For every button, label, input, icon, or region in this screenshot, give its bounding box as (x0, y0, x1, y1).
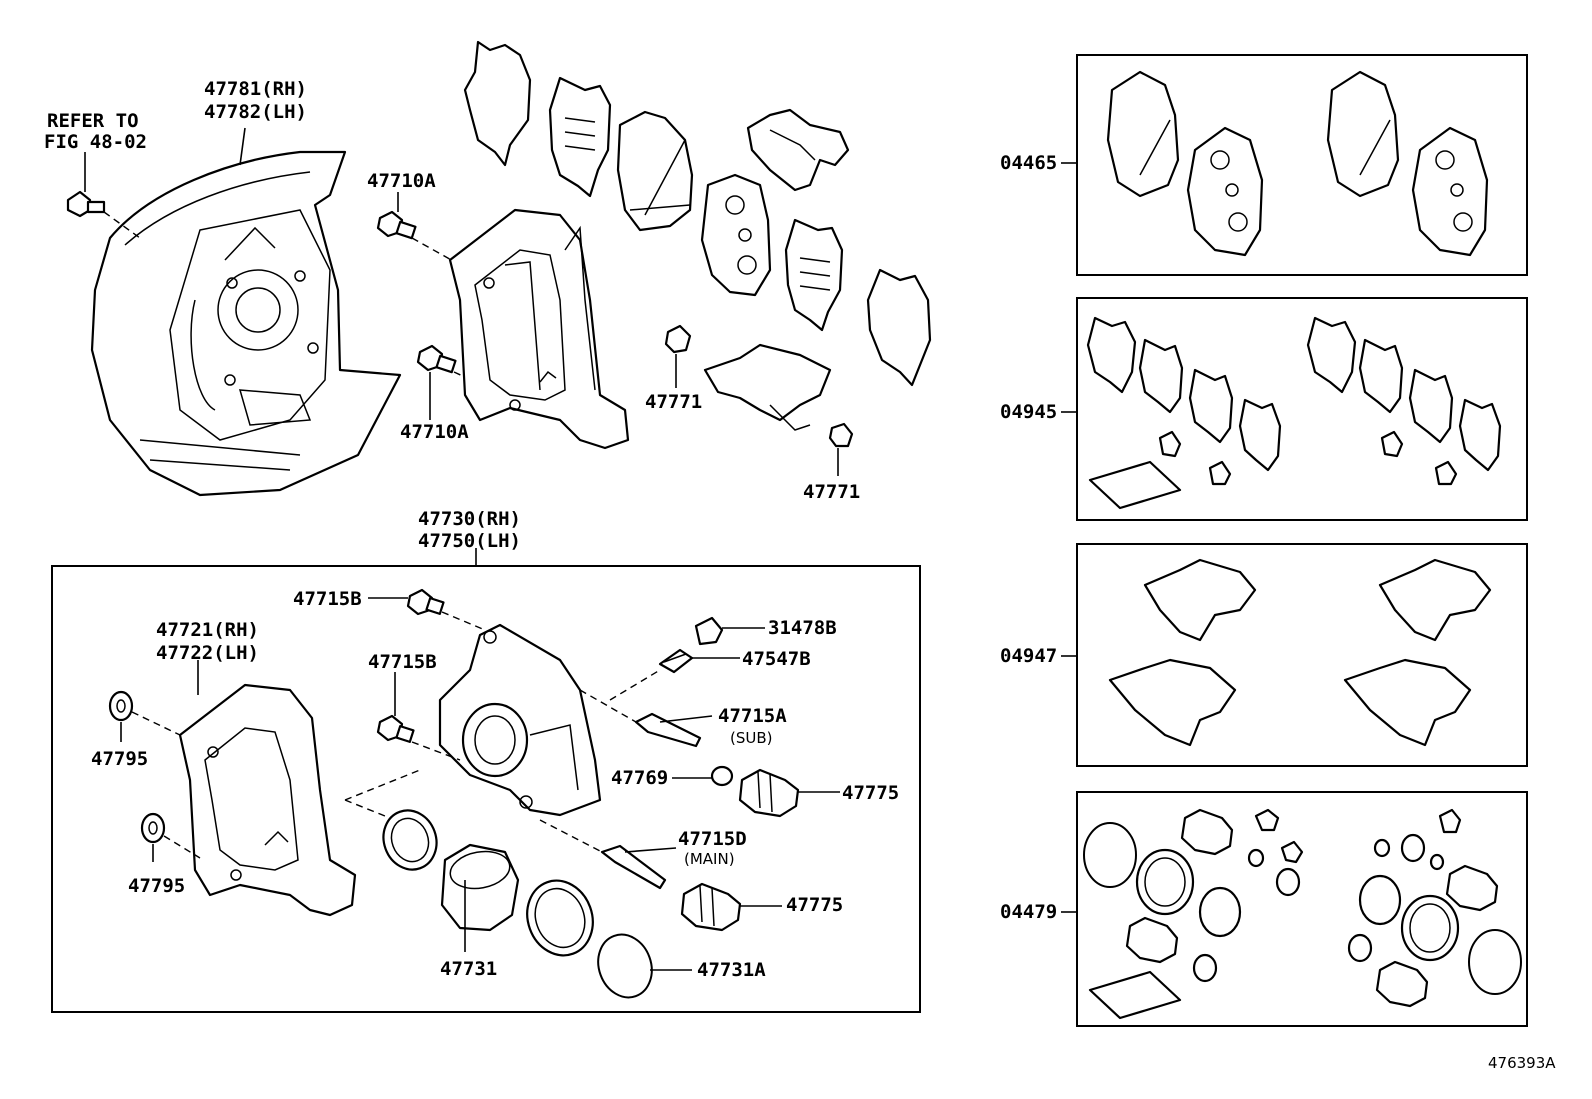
label-47715b-top: 47715B (293, 588, 362, 610)
pad-wear-indicator-plate (746, 108, 850, 192)
label-47721: 47721(RH) (156, 619, 259, 641)
bolt-47710a-bottom (416, 344, 457, 374)
kit-box-04479 (1076, 791, 1528, 1027)
refer-line-1: REFER TO (47, 110, 139, 132)
label-04947: 04947 (1000, 645, 1057, 667)
bleeder-cap (694, 616, 724, 646)
kit-box-04945 (1076, 297, 1528, 521)
kit-04479-seals (1083, 808, 1522, 1020)
caliper-assembly-frame (51, 565, 921, 1013)
label-47731a: 47731A (697, 959, 766, 981)
label-47710a-bottom: 47710A (400, 421, 469, 443)
clip-47771-b (828, 422, 854, 448)
washer-47795-b (140, 812, 166, 844)
anti-rattle-spring (703, 343, 832, 431)
refer-line-2: FIG 48-02 (44, 131, 147, 153)
bolt-47710a-top (376, 210, 417, 240)
bush-47769 (710, 765, 734, 787)
anti-squeal-shim-inner (548, 76, 612, 198)
label-47795-a: 47795 (91, 748, 148, 770)
piston-boot (526, 879, 594, 957)
slide-pin-main (600, 844, 667, 890)
anti-squeal-shim-outer (463, 40, 532, 167)
figure-id: 476393A (1488, 1054, 1556, 1072)
kit-box-04465 (1076, 54, 1528, 276)
bleeder-plug (658, 648, 694, 674)
dust-cover-bolt (66, 190, 106, 218)
cylinder-boot-b (680, 882, 742, 932)
pad-shim-right (784, 218, 844, 332)
label-47782: 47782(LH) (204, 101, 307, 123)
label-47769: 47769 (611, 767, 668, 789)
cylinder-body (438, 623, 602, 817)
cylinder-boot-a (738, 768, 800, 818)
label-47715a: 47715A (718, 705, 787, 727)
label-47710a-top: 47710A (367, 170, 436, 192)
disc-dust-cover (90, 150, 402, 497)
label-47715b-mid: 47715B (368, 651, 437, 673)
slide-pin-sub (634, 712, 702, 748)
caliper-bracket-top (448, 208, 630, 450)
label-47771-a: 47771 (645, 391, 702, 413)
bolt-47715b-mid (376, 714, 415, 743)
label-47771-b: 47771 (803, 481, 860, 503)
pad-shim-far-right (866, 268, 932, 387)
clip-47771-a (664, 324, 692, 354)
kit-04465-pads (1106, 70, 1489, 257)
label-47731: 47731 (440, 958, 497, 980)
kit-04945-shims (1086, 316, 1502, 510)
label-47795-b: 47795 (128, 875, 185, 897)
washer-47795-a (108, 690, 134, 722)
label-47775-a: 47775 (842, 782, 899, 804)
label-47781: 47781(RH) (204, 78, 307, 100)
label-47715d: 47715D (678, 828, 747, 850)
label-04479: 04479 (1000, 901, 1057, 923)
pad-support-plate-top (700, 173, 772, 297)
label-47715d-note: (MAIN) (684, 850, 735, 868)
label-47715a-note: (SUB) (730, 729, 773, 747)
bolt-47715b-top (406, 588, 445, 616)
label-47722: 47722(LH) (156, 642, 259, 664)
kit-04947-springs (1108, 558, 1492, 747)
label-04945: 04945 (1000, 401, 1057, 423)
label-47775-b: 47775 (786, 894, 843, 916)
cylinder-seal (382, 809, 438, 871)
label-47547b: 47547B (742, 648, 811, 670)
label-31478b: 31478B (768, 617, 837, 639)
seal-47731a (597, 933, 653, 999)
kit-box-04947 (1076, 543, 1528, 767)
label-47730: 47730(RH) (418, 508, 521, 530)
piston-47731 (440, 843, 520, 932)
label-04465: 04465 (1000, 152, 1057, 174)
disc-brake-pad-top (616, 110, 694, 232)
label-47750: 47750(LH) (418, 530, 521, 552)
caliper-mounting (178, 683, 357, 917)
